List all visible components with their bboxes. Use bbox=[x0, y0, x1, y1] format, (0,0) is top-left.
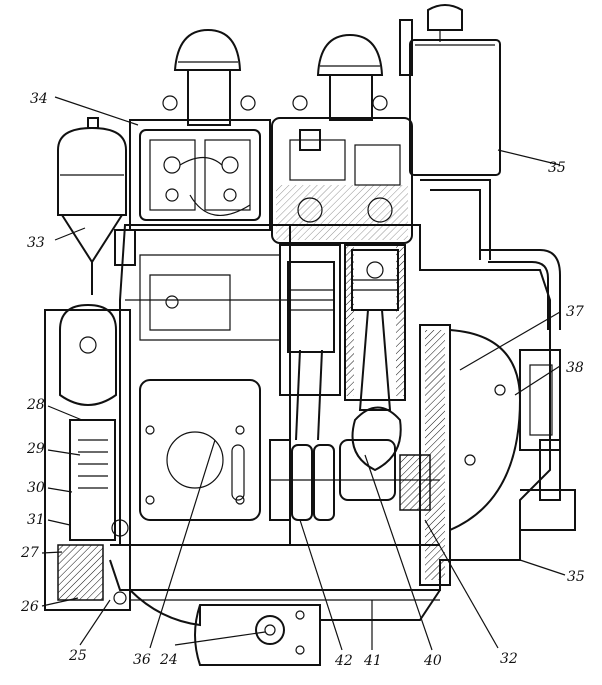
label-31: 31 bbox=[27, 512, 45, 528]
label-33: 33 bbox=[27, 235, 45, 251]
label-37: 37 bbox=[566, 304, 584, 320]
label-38: 38 bbox=[566, 360, 584, 376]
label-25: 25 bbox=[68, 648, 87, 664]
oil-sump bbox=[129, 589, 441, 627]
label-26: 26 bbox=[20, 599, 39, 615]
label-35-top: 35 bbox=[548, 160, 566, 176]
starter-assembly bbox=[519, 349, 576, 531]
fuel-injector-fittings bbox=[139, 95, 388, 221]
label-35-bottom: 35 bbox=[567, 569, 585, 585]
label-32: 32 bbox=[500, 651, 518, 667]
label-34: 34 bbox=[30, 91, 48, 107]
label-28: 28 bbox=[26, 397, 45, 413]
oil-filter bbox=[57, 117, 136, 295]
left-lower-housing bbox=[44, 303, 131, 611]
label-29: 29 bbox=[26, 441, 45, 457]
crankshaft bbox=[269, 406, 440, 521]
air-filter-right bbox=[316, 33, 384, 121]
label-42: 42 bbox=[334, 653, 353, 669]
leader-lines bbox=[41, 96, 566, 651]
label-40: 40 bbox=[423, 653, 442, 669]
label-41: 41 bbox=[363, 653, 382, 669]
label-36: 36 bbox=[133, 652, 151, 668]
oil-pump bbox=[194, 604, 321, 666]
cylinder-left bbox=[279, 244, 341, 441]
label-27: 27 bbox=[20, 545, 39, 561]
cylinder-head-section bbox=[271, 117, 413, 244]
air-filter-left bbox=[173, 28, 242, 126]
label-30: 30 bbox=[27, 480, 45, 496]
cylinder-right bbox=[344, 244, 406, 411]
timing-cover bbox=[139, 379, 261, 521]
right-pipes bbox=[420, 179, 561, 330]
fuel-tank bbox=[399, 4, 501, 176]
reference-labels: 34 33 35 37 38 28 29 30 31 27 26 25 36 2… bbox=[20, 91, 585, 669]
label-24: 24 bbox=[159, 652, 178, 668]
